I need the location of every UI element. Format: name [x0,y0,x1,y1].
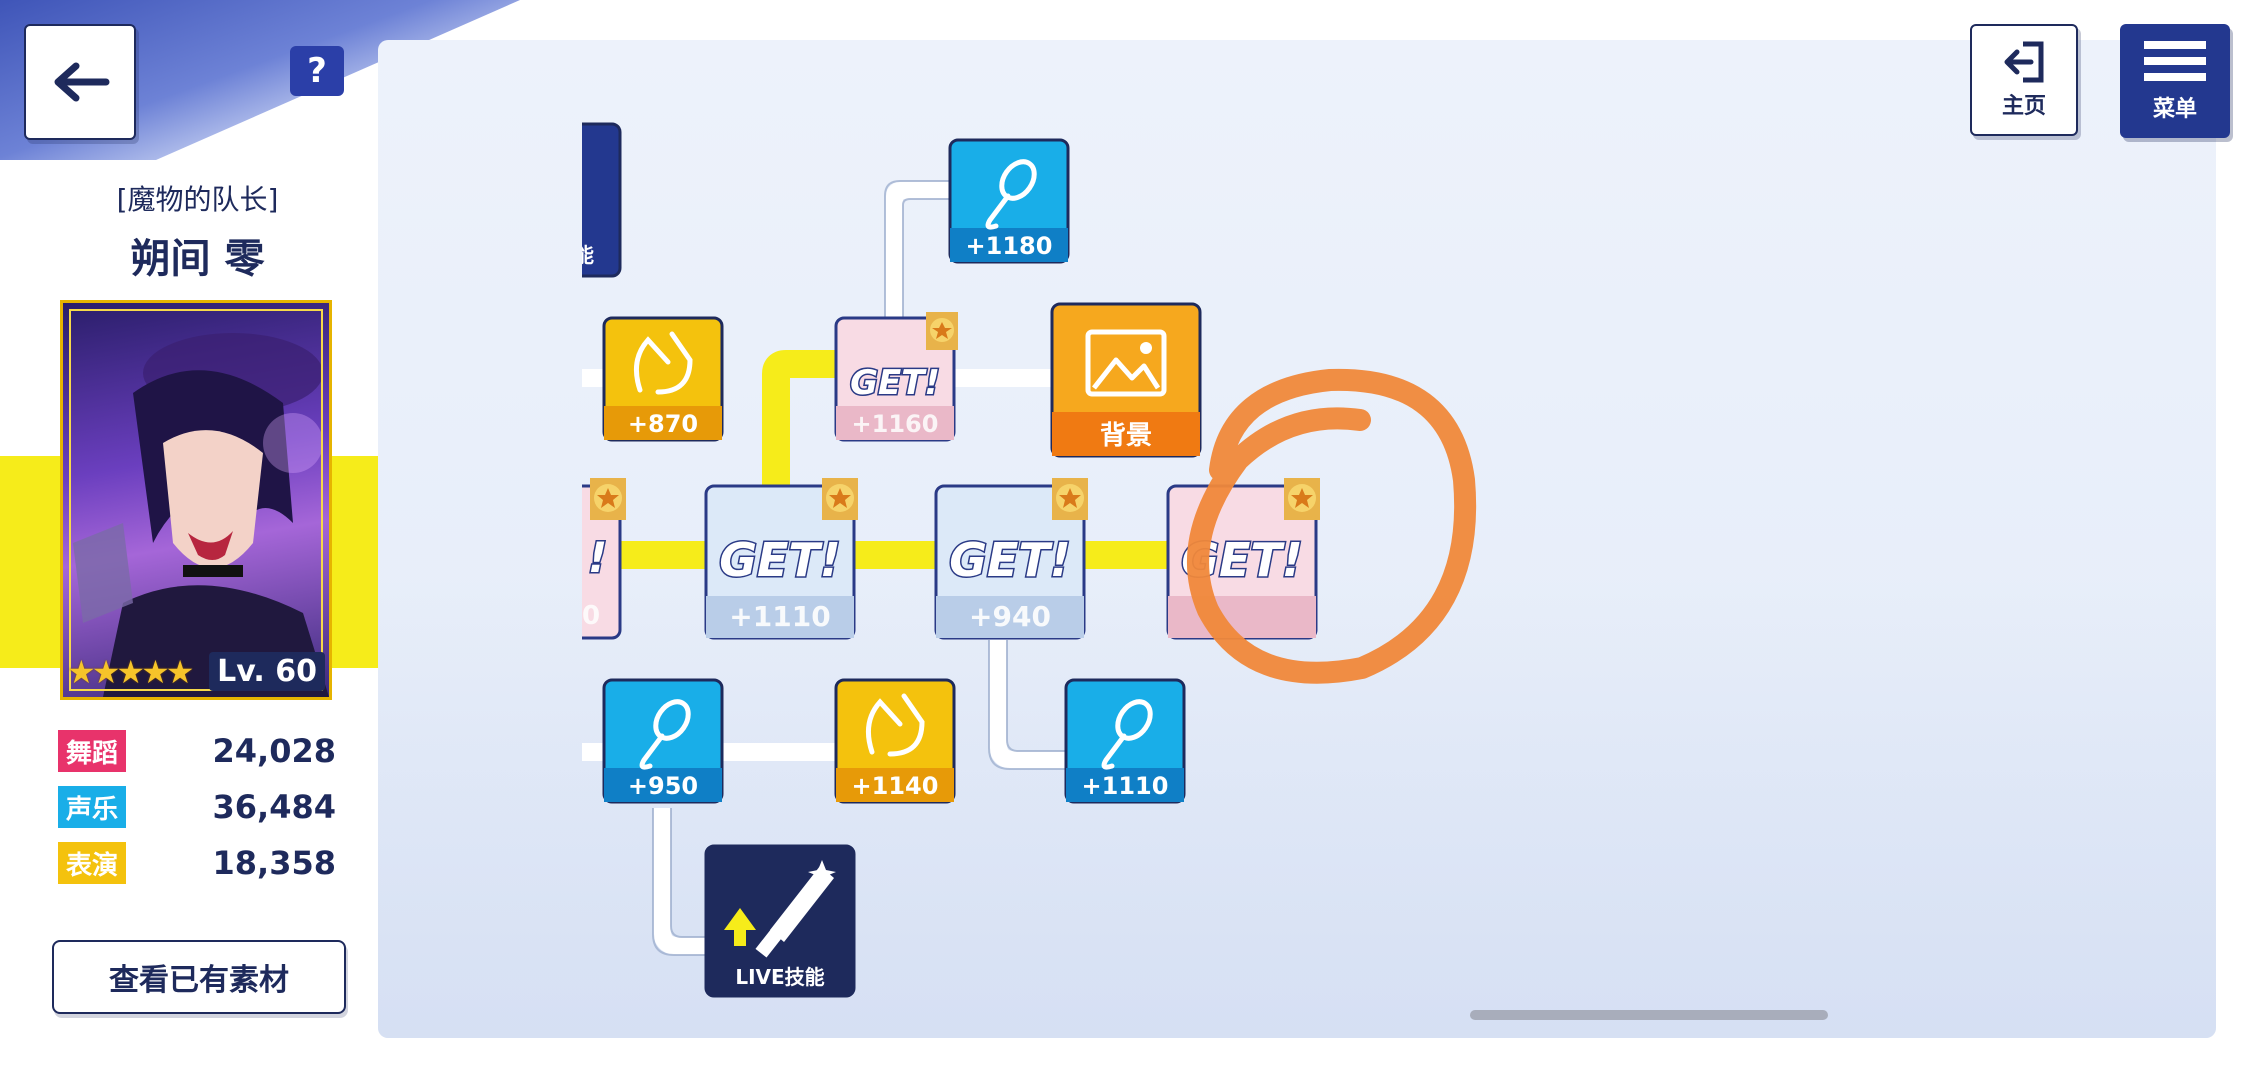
live-skill-icon [724,860,836,958]
stat-row-dance: 舞蹈 24,028 [58,730,336,774]
character-card[interactable]: ★★★★★ Lv. 60 [60,300,332,700]
get-partial-label: 0 [582,601,600,631]
stat-value-vocal: 36,484 [212,788,336,826]
horizontal-scrollbar[interactable] [1470,1010,1828,1020]
get-1160-badge: GET! [850,363,940,403]
image-icon [1085,329,1167,397]
clap-870-label: +870 [628,410,698,438]
clap-icon [633,331,693,395]
partial-dark-label: 能 [574,243,594,267]
mic-950-label: +950 [628,772,698,800]
rarity-stars: ★★★★★ [67,653,194,691]
tree-node-clap-1140[interactable]: +1140 [834,678,956,804]
exit-home-icon [2004,41,2044,83]
card-frame [69,309,323,691]
stat-row-vocal: 声乐 36,484 [58,786,336,830]
mic-icon [639,699,691,770]
mic-icon [1101,699,1153,770]
stat-label-dance: 舞蹈 [58,730,126,772]
menu-button[interactable]: 菜单 [2120,24,2230,138]
get-1110-badge: GET! [719,533,841,587]
help-icon: ? [307,51,327,91]
character-name: 朔间 零 [130,236,265,282]
hamburger-icon [2144,41,2206,81]
mic-icon [985,159,1037,230]
stat-row-performance: 表演 18,358 [58,842,336,886]
obtained-medal-icon [1284,478,1320,520]
live-skill-label: LIVE技能 [735,965,824,989]
tree-node-get-1160[interactable]: GET! +1160 [834,312,958,442]
stat-label-vocal: 声乐 [58,786,126,828]
tree-node-clap-870[interactable]: +870 [602,316,724,442]
back-arrow-icon [54,62,110,102]
mic-1180-label: +1180 [966,232,1053,260]
board-pattern [378,578,2216,1038]
clap-icon [865,693,925,757]
tree-node-live-skill[interactable]: LIVE技能 [704,844,856,998]
obtained-medal-icon [1052,478,1088,520]
card-level: Lv. 60 [209,652,325,691]
get-940-badge: GET! [949,533,1071,587]
obtained-medal-icon [822,478,858,520]
stat-value-dance: 24,028 [212,732,336,770]
menu-label: 菜单 [2152,97,2197,122]
tree-node-background[interactable]: 背景 [1050,302,1202,458]
get-right-badge: GET! [1181,533,1303,587]
get-1110-label: +1110 [729,600,830,633]
background-label: 背景 [1100,421,1152,451]
get-1160-label: +1160 [852,410,939,438]
get-940-label: +940 [969,600,1051,633]
tree-node-mic-1110[interactable]: +1110 [1064,678,1186,804]
tree-node-get-right[interactable]: GET! [1166,478,1320,640]
tree-node-get-partial[interactable]: ! 0 [540,478,626,640]
home-button[interactable]: 主页 [1970,24,2078,136]
tree-node-get-1110[interactable]: GET! +1110 [704,478,858,640]
obtained-medal-icon [926,312,958,350]
character-title: [魔物的队长] [116,183,279,216]
clap-1140-label: +1140 [852,772,939,800]
obtained-medal-icon [590,478,626,520]
mic-1110-label: +1110 [1082,772,1169,800]
tree-node-partial-dark[interactable]: 能 [560,122,622,278]
back-button[interactable] [24,24,136,140]
tree-node-mic-950[interactable]: +950 [602,678,724,804]
stat-value-performance: 18,358 [212,844,336,882]
view-materials-button[interactable]: 查看已有素材 [52,940,346,1014]
home-label: 主页 [2001,94,2046,119]
stat-label-performance: 表演 [58,842,126,884]
help-button[interactable]: ? [290,46,344,96]
get-partial-badge: ! [588,533,607,582]
tree-node-get-940[interactable]: GET! +940 [934,478,1088,640]
tree-node-mic-1180[interactable]: +1180 [948,138,1070,264]
